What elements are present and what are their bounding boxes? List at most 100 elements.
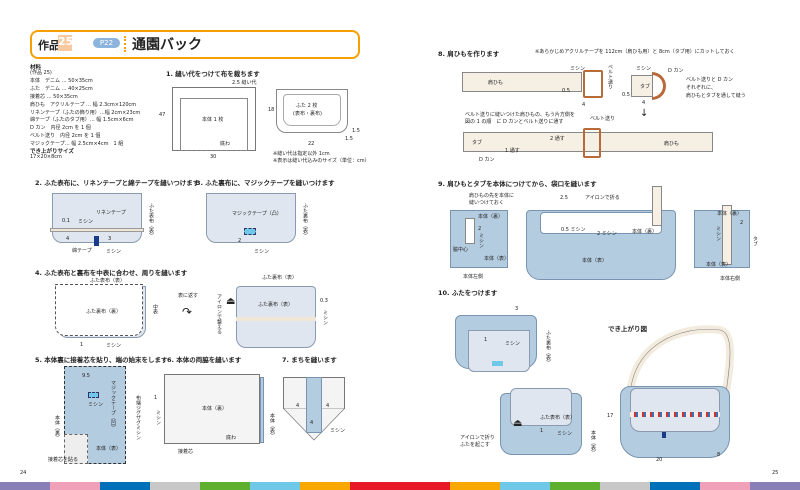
sew2: ミシン	[106, 249, 122, 255]
s9-right-side: 本体右側	[720, 276, 741, 282]
color-bar	[600, 482, 650, 490]
fold-label: 底わ	[220, 141, 231, 147]
dim-30: 30	[210, 154, 217, 160]
dim-47: 47	[159, 112, 166, 118]
lid-pattern	[276, 89, 348, 133]
strap-arc	[626, 325, 734, 401]
s9-n2l: 2	[478, 226, 482, 232]
s9-sew05: 0.5 ミシン	[561, 227, 586, 233]
dim-18: 18	[268, 107, 275, 113]
strap-end-left	[465, 218, 475, 244]
s10-sew: ミシン	[505, 341, 521, 347]
s8-tab: タブ	[640, 84, 651, 90]
dim-r1: 1.5	[352, 128, 360, 134]
color-bar	[700, 482, 750, 490]
color-bar	[200, 482, 250, 490]
sew3: ミシン	[254, 249, 270, 255]
material-item: マジックテープ… 幅 2.5cm×4cm 1 組	[30, 141, 124, 148]
m01: 0.1	[62, 218, 70, 224]
s7-n4a: 4	[296, 403, 300, 409]
s4-center2: ふた裏布（表）	[258, 302, 294, 308]
color-bar	[350, 482, 400, 490]
s6-interfacing: 接着芯	[178, 449, 194, 455]
s10-body: 本体（表）	[590, 430, 596, 455]
finished-d: 8	[717, 452, 721, 458]
s10-n1: 1	[484, 337, 488, 343]
sew1: ミシン	[78, 219, 94, 225]
s5-zigzag: 布端ジグザグミシン	[135, 395, 141, 440]
magic-label: マジックテープ（凸）	[232, 211, 282, 217]
color-bar	[0, 482, 50, 490]
s8-strap2: 肩ひも	[664, 141, 680, 147]
finished-size-value: 17×20×8cm	[30, 154, 62, 160]
s5-magic: マジックテープ（凹）	[110, 380, 116, 430]
s4-n03: 0.3	[320, 298, 328, 304]
material-item: D カン 内径 2cm を 1 個	[30, 125, 91, 132]
magic-on-lid	[492, 361, 503, 366]
body-left-side	[450, 210, 508, 268]
n4: 4	[66, 236, 70, 242]
color-bar	[300, 482, 350, 490]
s9-back-r: 本体（裏）	[717, 211, 743, 217]
s4-n1: 1	[80, 342, 84, 348]
s4-center: ふた裏布（裏）	[86, 309, 122, 315]
work-number: 25	[58, 35, 73, 51]
s6-sew: ミシン	[155, 410, 161, 425]
tab-right	[722, 205, 732, 265]
s9-tab: タブ	[752, 236, 758, 246]
dim-22: 22	[308, 141, 315, 147]
cotton-label: 綿テープ	[72, 248, 92, 254]
step1-title: 1. 縫い代をつけて布を裁ちます	[166, 70, 260, 78]
s5-interfacing: 接着芯を貼る	[48, 457, 79, 463]
s7-n4b: 4	[326, 403, 330, 409]
s8-instr1: ベルト送りと D カン	[686, 77, 734, 83]
body-side-edge	[260, 377, 264, 443]
s9-sew2: 2 ミシン	[597, 231, 617, 237]
s8-instr3: 肩ひもとタブを通して縫う	[686, 93, 746, 99]
s4-turn: 表に返す	[178, 293, 199, 299]
lid-back-label: ふた裏布（表）	[302, 203, 308, 238]
material-item: 肩ひも アクリルテープ … 幅 2.3cm×120cm	[30, 101, 137, 108]
s9-pre1: 肩ひもの先を本体に	[469, 193, 515, 199]
body-seam-line	[180, 98, 248, 151]
finished-tab	[662, 432, 666, 438]
s5-n95: 9.5	[82, 373, 90, 379]
page-ref-badge: P22	[93, 38, 120, 48]
finished-size-heading: でき上がりサイズ	[30, 149, 74, 155]
step8-title: 8. 肩ひもを作ります	[438, 50, 500, 58]
color-bar	[550, 482, 600, 490]
s8-sew1: ミシン	[570, 66, 586, 72]
finished-w: 20	[656, 457, 663, 463]
strap-attached	[652, 186, 662, 226]
s10-iron2: ふたを起こす	[460, 442, 490, 448]
s8-instr2: それぞれに、	[686, 85, 716, 91]
materials-list: (作品 25) 本体 デニム … 50×35cm ふた デニム … 40×25c…	[30, 70, 140, 149]
s9-n25: 2.5	[560, 195, 568, 201]
color-bar	[150, 482, 200, 490]
body-label: 本体 1 枚	[202, 117, 224, 123]
interfacing-corner	[64, 434, 88, 464]
material-item: リネンテープ（ふたの飾り用）…幅 2cm×23cm	[30, 109, 141, 116]
seam-label: 2.5 縫い代	[232, 80, 257, 86]
s6-n1: 1	[154, 395, 158, 401]
s8-belt: ベルト送り	[607, 64, 613, 89]
s4-sew2: ミシン	[322, 310, 328, 325]
color-bar	[750, 482, 800, 490]
color-bar	[450, 482, 500, 490]
d-ring	[652, 72, 666, 100]
lid-seam	[283, 94, 341, 126]
linen-label: リネンテープ	[96, 210, 126, 216]
body-side-diagram	[164, 374, 260, 444]
finished-title: でき上がり図	[608, 325, 647, 333]
magic-tape-hook	[88, 392, 99, 398]
page-number-left: 24	[20, 470, 27, 476]
step2-title: 2. ふた表布に、リネンテープと綿テープを縫いつけます	[35, 179, 200, 187]
finished-linen-tape	[630, 412, 720, 417]
s10-n1b: 1	[540, 428, 544, 434]
s4-face: 中表	[152, 304, 158, 314]
material-item: (作品 25)	[30, 70, 52, 76]
s4-iron: アイロンで整える	[216, 294, 222, 334]
s9-left-side: 本体左側	[463, 274, 484, 280]
lid-turned-tape	[236, 317, 316, 321]
s8-dring: D カン	[668, 68, 684, 74]
